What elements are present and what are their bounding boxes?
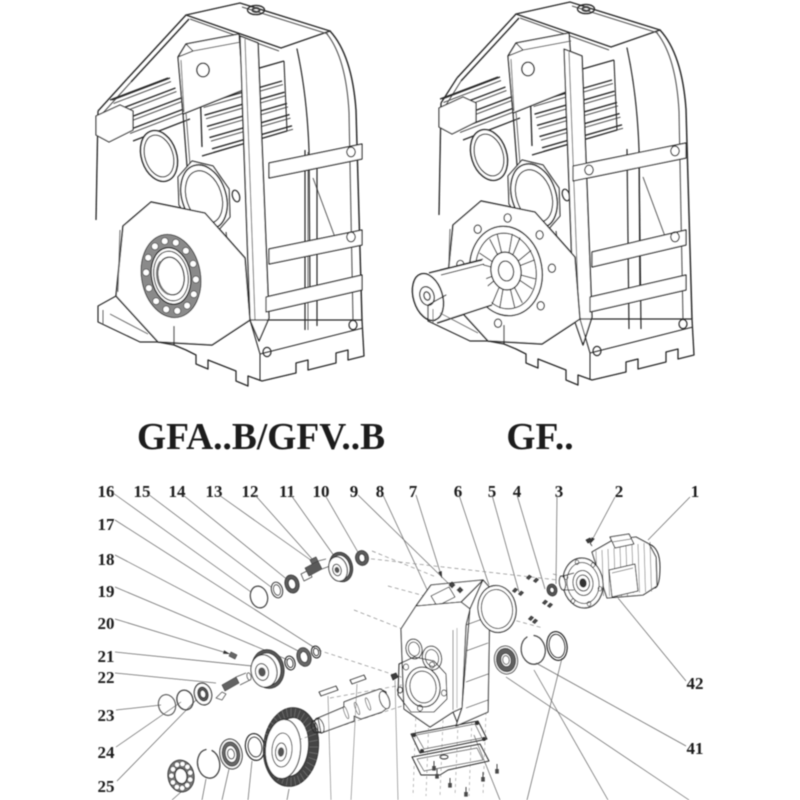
svg-text:11: 11: [279, 482, 295, 501]
svg-text:4: 4: [513, 482, 522, 501]
svg-text:24: 24: [98, 743, 116, 762]
svg-text:16: 16: [98, 482, 115, 501]
svg-text:8: 8: [376, 482, 385, 501]
svg-text:15: 15: [134, 482, 151, 501]
svg-text:12: 12: [242, 482, 259, 501]
svg-text:22: 22: [98, 668, 115, 687]
svg-text:18: 18: [98, 550, 115, 569]
svg-text:23: 23: [98, 706, 115, 725]
svg-text:25: 25: [98, 777, 115, 796]
svg-text:10: 10: [313, 482, 330, 501]
svg-text:GF..: GF..: [506, 416, 573, 458]
svg-text:21: 21: [98, 647, 115, 666]
svg-text:13: 13: [206, 482, 223, 501]
svg-text:19: 19: [98, 582, 115, 601]
svg-text:3: 3: [555, 482, 564, 501]
svg-text:41: 41: [687, 739, 704, 758]
svg-text:20: 20: [98, 614, 115, 633]
svg-text:1: 1: [691, 482, 700, 501]
svg-text:9: 9: [350, 482, 359, 501]
svg-text:42: 42: [687, 674, 704, 693]
svg-text:14: 14: [169, 482, 187, 501]
svg-text:7: 7: [409, 482, 418, 501]
svg-text:2: 2: [615, 482, 624, 501]
svg-text:6: 6: [454, 482, 463, 501]
svg-text:5: 5: [488, 482, 497, 501]
svg-text:17: 17: [98, 515, 116, 534]
svg-text:GFA..B/GFV..B: GFA..B/GFV..B: [137, 416, 385, 458]
